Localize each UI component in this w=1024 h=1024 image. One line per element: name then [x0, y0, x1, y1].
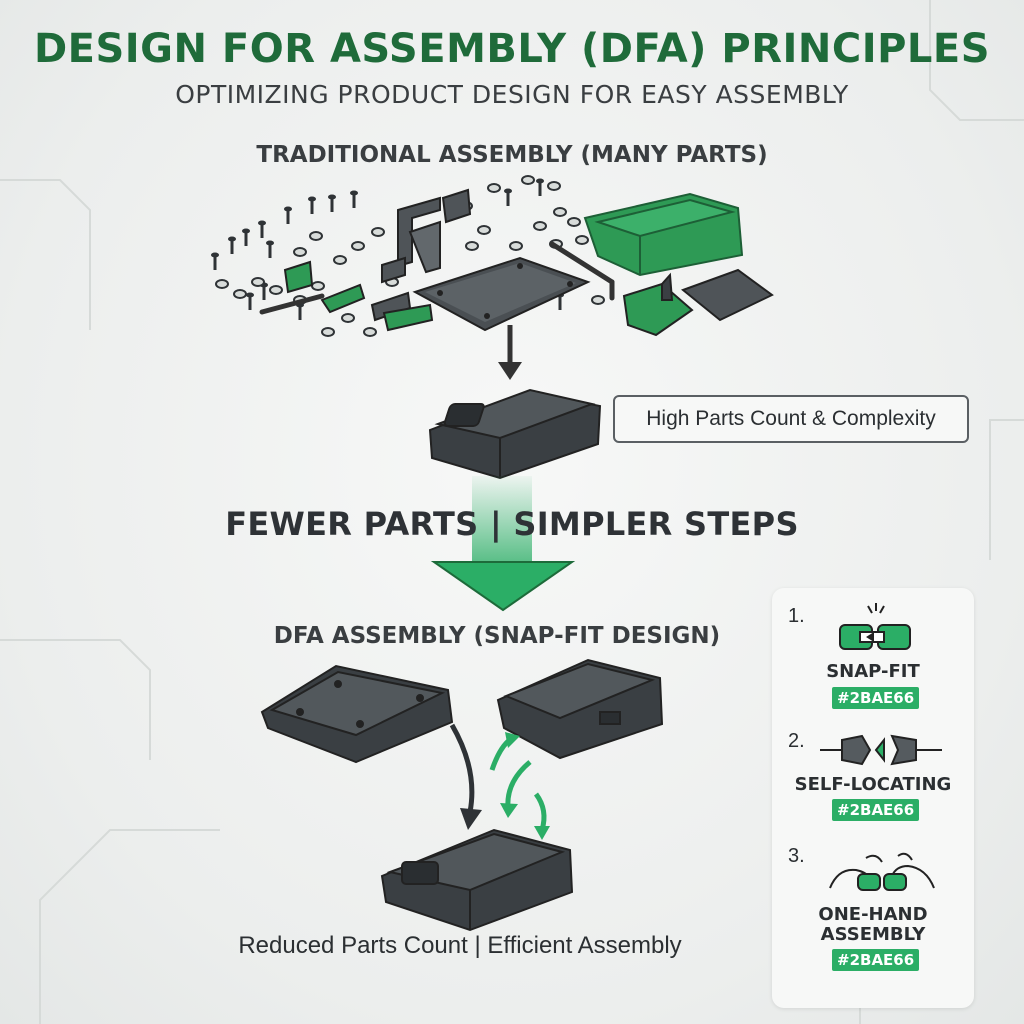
- screw-head: [308, 196, 316, 202]
- screw-head: [228, 236, 236, 242]
- traditional-heading: TRADITIONAL ASSEMBLY (MANY PARTS): [256, 142, 768, 168]
- washer: [371, 227, 385, 237]
- washer: [575, 235, 589, 245]
- washer: [269, 285, 283, 295]
- step-3-number: 3.: [788, 845, 805, 867]
- washer: [363, 327, 377, 337]
- step-1-badge: #2BAE66: [832, 687, 920, 709]
- green-transition-arrow: [430, 476, 576, 612]
- screw-head: [211, 252, 219, 258]
- one-hand-icon: [829, 852, 935, 891]
- washer: [487, 183, 501, 193]
- step-1-label: SNAP-FIT: [826, 661, 920, 682]
- dfa-cover: [496, 658, 664, 760]
- screw-head: [246, 292, 254, 298]
- screw-head: [258, 220, 266, 226]
- washer: [477, 225, 491, 235]
- bracket-parts: [283, 188, 472, 332]
- step-1-number: 1.: [788, 605, 805, 627]
- page-subtitle: OPTIMIZING PRODUCT DESIGN FOR EASY ASSEM…: [175, 80, 849, 109]
- screw-head: [284, 206, 292, 212]
- dfa-assembly-arrows: [449, 723, 550, 840]
- dfa-assembled-device: [380, 828, 574, 932]
- screw-head: [266, 240, 274, 246]
- arrow-down: [498, 325, 522, 380]
- screw-head: [328, 194, 336, 200]
- step-3-label-line1: ONE-HAND: [818, 904, 928, 925]
- washer: [351, 241, 365, 251]
- washer: [321, 327, 335, 337]
- washer: [553, 207, 567, 217]
- washer: [547, 181, 561, 191]
- step-2-badge: #2BAE66: [832, 799, 920, 821]
- rod-part: [259, 241, 615, 315]
- washer: [309, 231, 323, 241]
- step-2-label: SELF-LOCATING: [794, 774, 952, 795]
- principles-panel: [772, 588, 974, 1008]
- complexity-callout: High Parts Count & Complexity: [613, 395, 969, 443]
- washer: [465, 241, 479, 251]
- page-title: DESIGN FOR ASSEMBLY (DFA) PRINCIPLES: [33, 26, 991, 72]
- base-plate-part: [412, 256, 591, 332]
- side-plate-parts: [622, 268, 774, 337]
- washer: [521, 175, 535, 185]
- dfa-caption: Reduced Parts Count | Efficient Assembly: [238, 932, 682, 959]
- washer: [333, 255, 347, 265]
- dfa-base-plate: [260, 664, 454, 764]
- washer: [293, 247, 307, 257]
- snap-fit-icon: [839, 603, 911, 650]
- washer: [591, 295, 605, 305]
- washer: [251, 277, 265, 287]
- screw-head: [242, 228, 250, 234]
- washer: [509, 241, 523, 251]
- dfa-heading: DFA ASSEMBLY (SNAP-FIT DESIGN): [273, 623, 721, 649]
- washer: [533, 221, 547, 231]
- washer: [215, 279, 229, 289]
- step-2-number: 2.: [788, 730, 805, 752]
- washer: [567, 217, 581, 227]
- washer: [233, 289, 247, 299]
- screw-head: [350, 190, 358, 196]
- step-3-badge: #2BAE66: [832, 949, 920, 971]
- screw-head: [536, 178, 544, 184]
- screw-head: [504, 188, 512, 194]
- assembled-device-traditional: [428, 388, 602, 480]
- washer: [311, 281, 325, 291]
- washer: [341, 313, 355, 323]
- green-cover-part: [583, 192, 744, 277]
- step-3-label-line2: ASSEMBLY: [820, 924, 926, 945]
- transition-banner: FEWER PARTS | SIMPLER STEPS: [225, 505, 799, 543]
- self-locating-icon: [820, 734, 942, 766]
